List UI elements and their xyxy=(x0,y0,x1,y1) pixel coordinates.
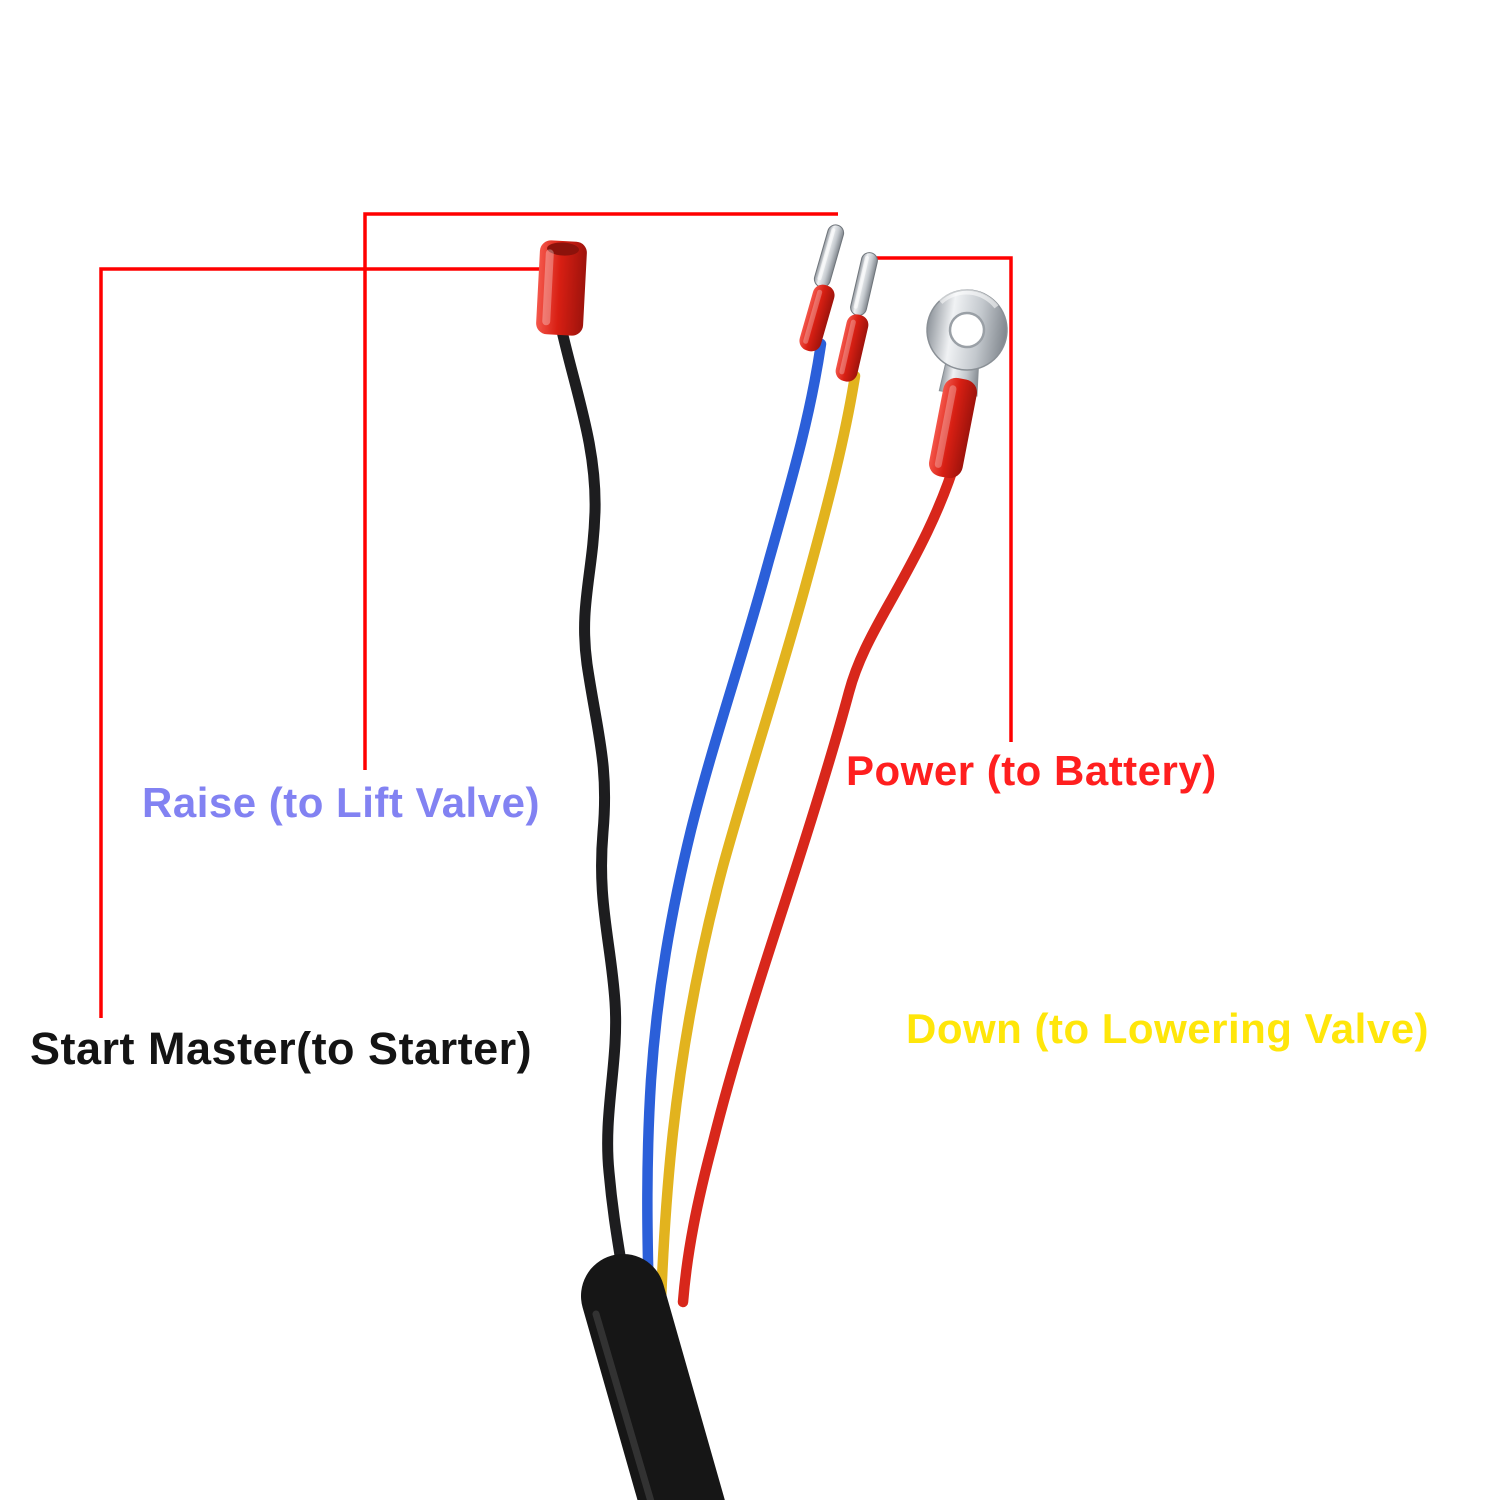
crimp-sleeve-power xyxy=(929,377,977,479)
raise-label: Raise (to Lift Valve) xyxy=(142,779,540,826)
spade-terminal xyxy=(536,240,587,336)
start-master-label: Start Master(to Starter) xyxy=(30,1023,533,1074)
blue-wire xyxy=(642,338,827,1308)
leader-line-raise xyxy=(363,212,838,770)
leader-line-start-master xyxy=(99,267,543,1018)
leader-lines xyxy=(99,212,1013,1018)
bullet-terminal-raise xyxy=(813,224,845,288)
down-label: Down (to Lowering Valve) xyxy=(906,1005,1430,1052)
power-label: Power (to Battery) xyxy=(846,747,1217,794)
crimp-sleeve-raise xyxy=(799,284,835,352)
cable-sheath xyxy=(581,1254,725,1500)
black-wire xyxy=(553,312,633,1308)
yellow-wire xyxy=(655,370,861,1308)
wires xyxy=(553,312,963,1308)
crimp-sleeve-down xyxy=(835,314,869,382)
red-wire xyxy=(677,450,963,1308)
leader-line-power xyxy=(876,256,1013,742)
bullet-terminal-down xyxy=(850,252,878,316)
